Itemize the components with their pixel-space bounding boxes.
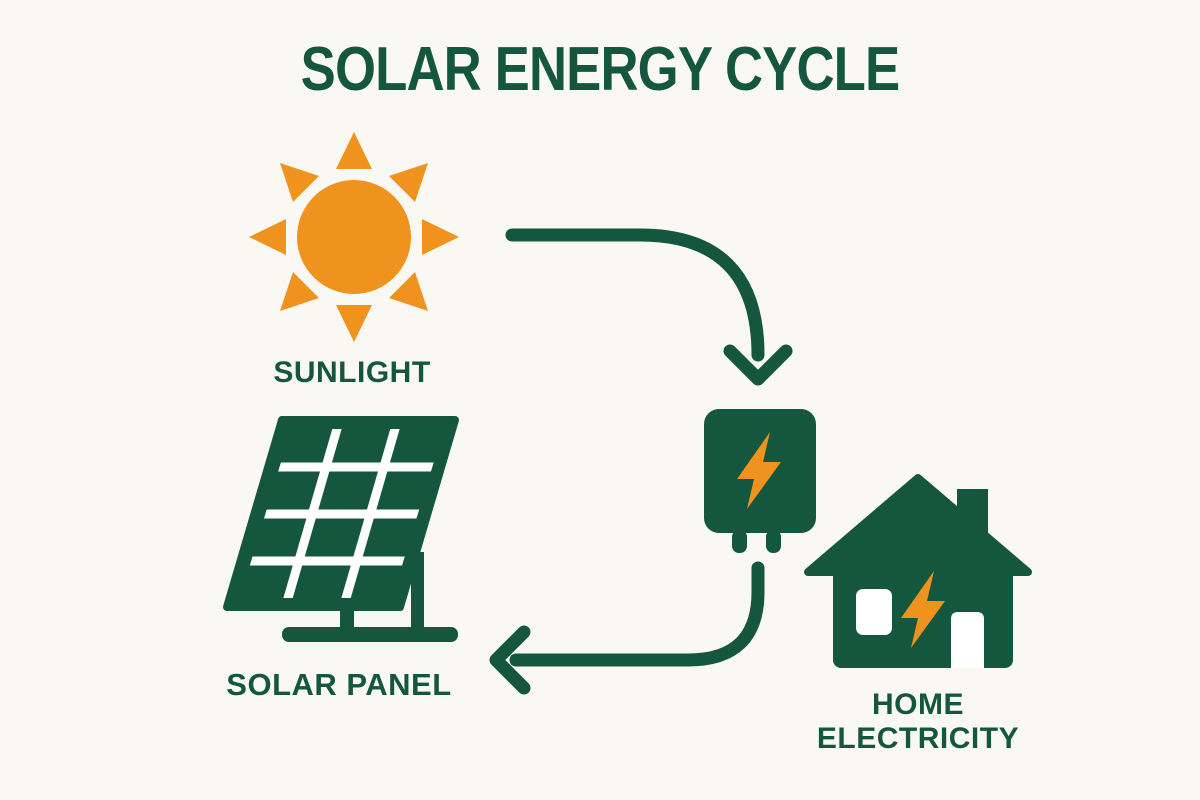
inverter-battery-icon <box>704 409 816 553</box>
arrowhead-left <box>489 625 531 695</box>
sun-rays <box>249 132 459 342</box>
arrow-sun-to-inverter <box>505 228 793 386</box>
page-title: SOLAR ENERGY CYCLE <box>300 35 901 104</box>
lightning-bolt-icon <box>901 571 945 648</box>
solar-panel-icon <box>223 416 459 642</box>
arrow-inverter-to-panel <box>489 561 765 695</box>
lightning-bolt-icon <box>737 432 781 509</box>
door <box>951 612 984 668</box>
home-electricity-label: HOME ELECTRICITY <box>816 688 1020 755</box>
inverter-prong-left <box>732 530 747 553</box>
inverter-prong-right <box>766 530 781 553</box>
window <box>856 589 892 635</box>
sunlight-label: SUNLIGHT <box>273 356 431 389</box>
sun-core <box>297 180 411 294</box>
panel-base <box>282 627 458 642</box>
house-icon <box>804 474 1032 668</box>
solar-panel-label: SOLAR PANEL <box>226 667 452 702</box>
arrowhead-down <box>723 344 793 386</box>
sun-icon <box>249 132 459 342</box>
